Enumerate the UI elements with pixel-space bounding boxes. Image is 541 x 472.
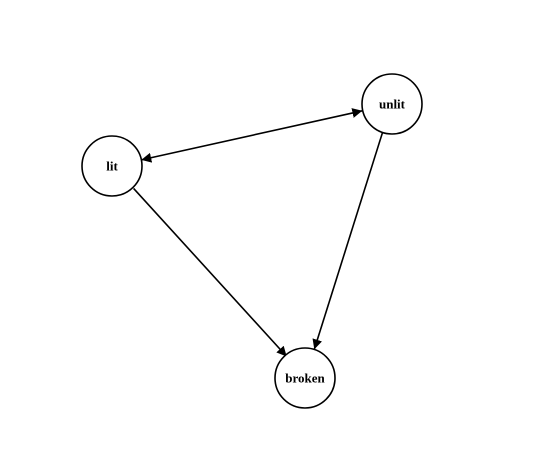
- edge-lit-unlit: [141, 108, 363, 163]
- node-unlit[interactable]: unlit: [361, 73, 423, 135]
- edge-lit-broken: [133, 187, 288, 358]
- node-lit-label: lit: [106, 159, 118, 174]
- edge-unlit-broken: [312, 131, 384, 350]
- node-broken[interactable]: broken: [274, 347, 336, 409]
- node-unlit-circle: [361, 73, 423, 135]
- node-lit[interactable]: lit: [81, 135, 143, 197]
- node-lit-circle: [81, 135, 143, 197]
- node-broken-label: broken: [285, 371, 325, 386]
- node-unlit-label: unlit: [379, 97, 406, 112]
- node-broken-circle: [274, 347, 336, 409]
